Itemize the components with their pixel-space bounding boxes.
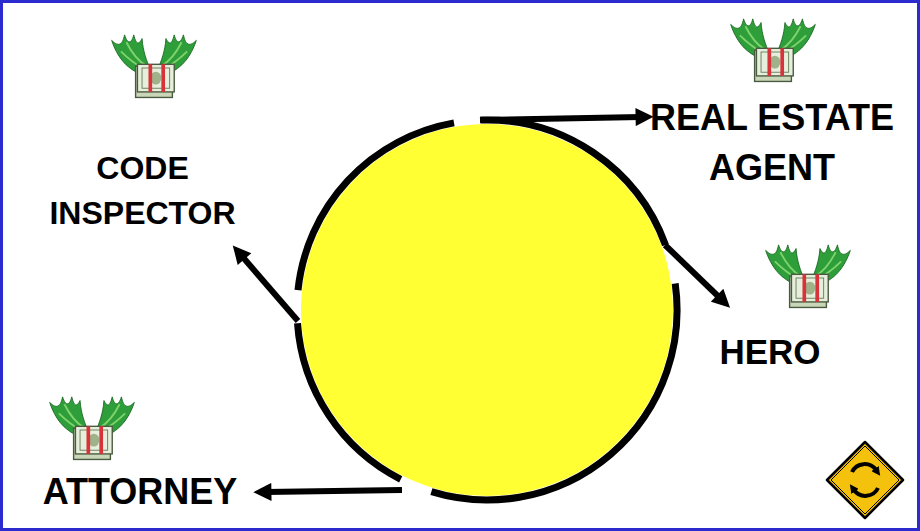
flying-money-icons (50, 19, 851, 460)
exit-arrows (241, 117, 721, 492)
roundabout-circle (301, 124, 673, 496)
role-label: ATTORNEY (20, 470, 260, 514)
role-label: HERO (700, 330, 840, 374)
roundabout-sign (827, 442, 903, 518)
role-label: REAL ESTATE AGENT (637, 93, 907, 193)
role-label: CODE INSPECTOR (25, 146, 260, 236)
ring-arcs (298, 120, 678, 500)
